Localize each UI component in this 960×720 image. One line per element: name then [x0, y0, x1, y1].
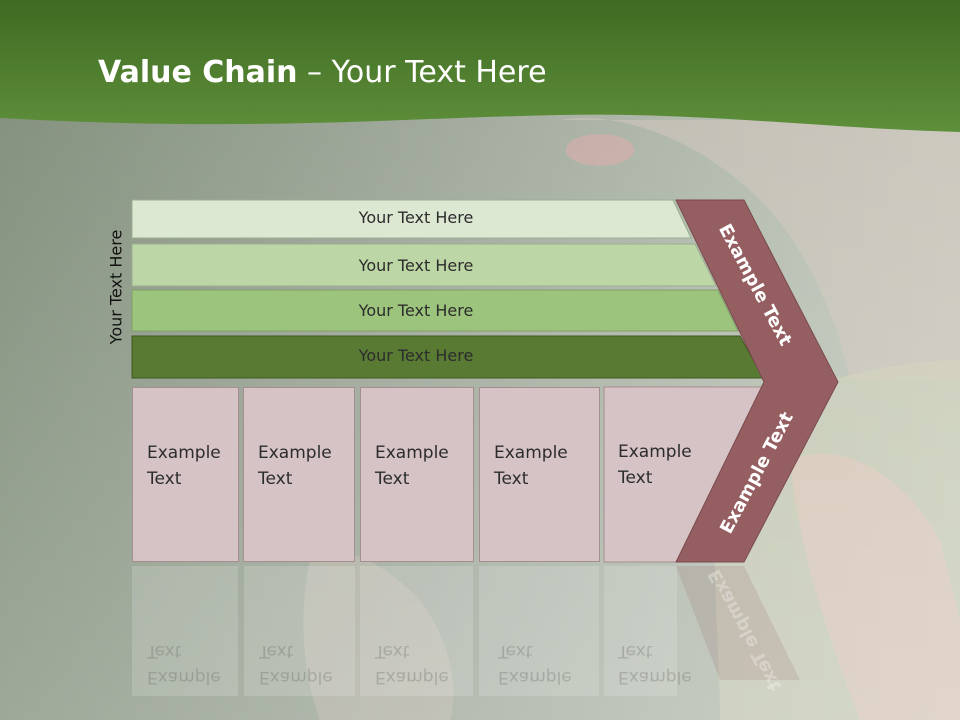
row-bar-1 — [131, 199, 692, 239]
title-rest: – Your Text Here — [297, 55, 547, 90]
box-4-line2: Text — [494, 469, 529, 489]
reflection-shapes — [132, 566, 800, 696]
box-1-line2: Text — [147, 469, 182, 489]
chevron-arrow — [675, 199, 839, 563]
row-bar-2 — [131, 243, 717, 287]
box-5-line1: Example — [618, 442, 692, 462]
row-label-1: Your Text Here — [358, 208, 474, 227]
box-1-line1: Example — [147, 443, 221, 463]
row-label-2: Your Text Here — [358, 256, 474, 275]
box-4-line1: Example — [494, 443, 568, 463]
page-title: Value Chain – Your Text Here — [98, 55, 547, 90]
box-3-line2: Text — [375, 469, 410, 489]
row-bar-3 — [131, 289, 739, 332]
title-bold: Value Chain — [98, 55, 298, 90]
row-label-4: Your Text Here — [358, 346, 474, 365]
box-3-line1: Example — [375, 443, 449, 463]
row-label-3: Your Text Here — [358, 301, 474, 320]
box-2-line1: Example — [258, 443, 332, 463]
box-2-line2: Text — [258, 469, 293, 489]
box-5-line2: Text — [618, 468, 653, 488]
